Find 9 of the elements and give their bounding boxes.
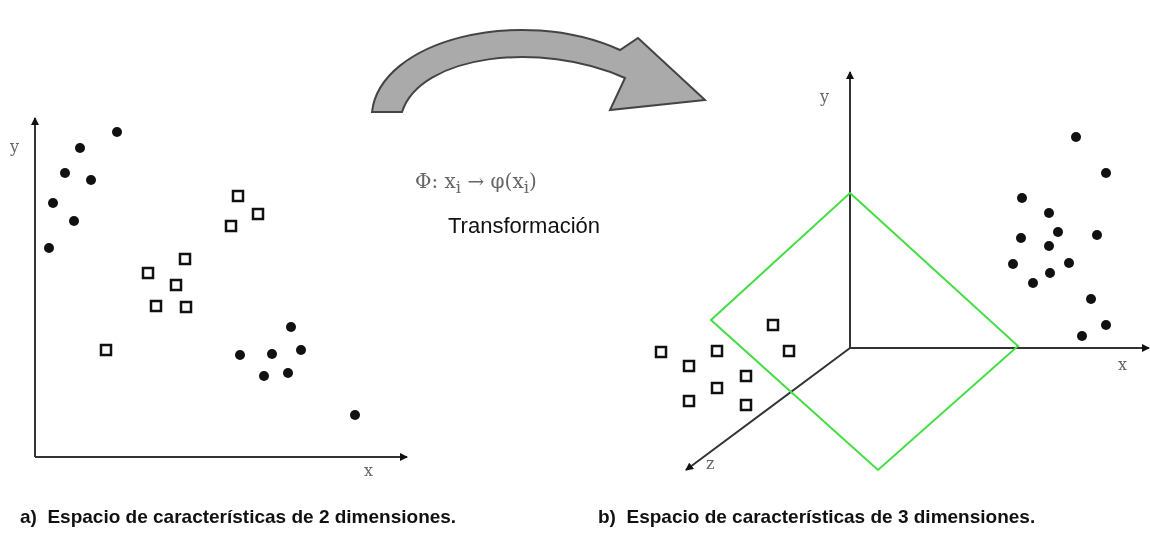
panel-caption: b) Espacio de características de 3 dimensiones. [598,507,1036,528]
formula-label: Φ: x$_{i}$ → φ(x$_{i}$) [415,170,537,198]
axis-label: y [10,138,20,156]
axis-label: x [364,462,374,480]
axis-label: z [706,455,715,473]
axis-label: x [1118,356,1128,374]
panel-caption: a) Espacio de características de 2 dimensiones. [20,507,457,528]
transform-label: Transformación [448,214,600,239]
axis-label: y [820,88,830,106]
